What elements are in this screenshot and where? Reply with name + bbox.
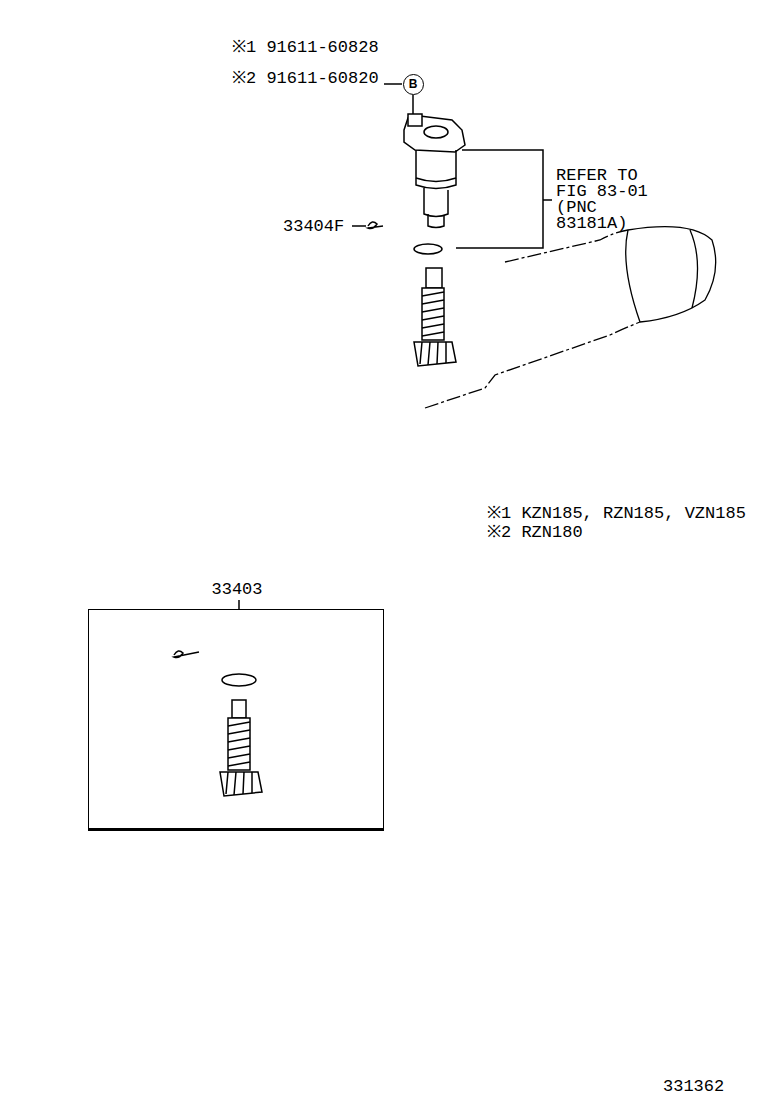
- driven-gear: [414, 268, 456, 366]
- kit-illustration: [174, 651, 262, 796]
- circle-letter: B: [409, 78, 418, 90]
- kit-box: 33403: [88, 609, 384, 831]
- part-number: ※2 RZN180: [487, 524, 583, 541]
- part-number: ※2 91611-60820: [232, 70, 379, 87]
- figure-number: 331362: [663, 1078, 724, 1095]
- kit-part-number: 33403: [211, 581, 262, 598]
- reference-circle: B: [403, 74, 424, 95]
- part-number: 33404F: [283, 218, 344, 235]
- bracket-line: [456, 150, 543, 248]
- part-number: ※1 KZN185, RZN185, VZN185: [487, 505, 746, 522]
- leader-line: [384, 83, 402, 85]
- o-ring: [414, 244, 442, 254]
- speed-sensor: [404, 114, 465, 228]
- clip: [368, 222, 383, 229]
- reference-note: REFER TO FIG 83-01 (PNC 83181A): [556, 168, 658, 232]
- leader-line: [352, 225, 366, 227]
- part-number: ※1 91611-60828: [232, 39, 379, 56]
- transmission-housing: [425, 227, 716, 408]
- bracket-line: [543, 199, 552, 201]
- leader-line: [238, 600, 240, 609]
